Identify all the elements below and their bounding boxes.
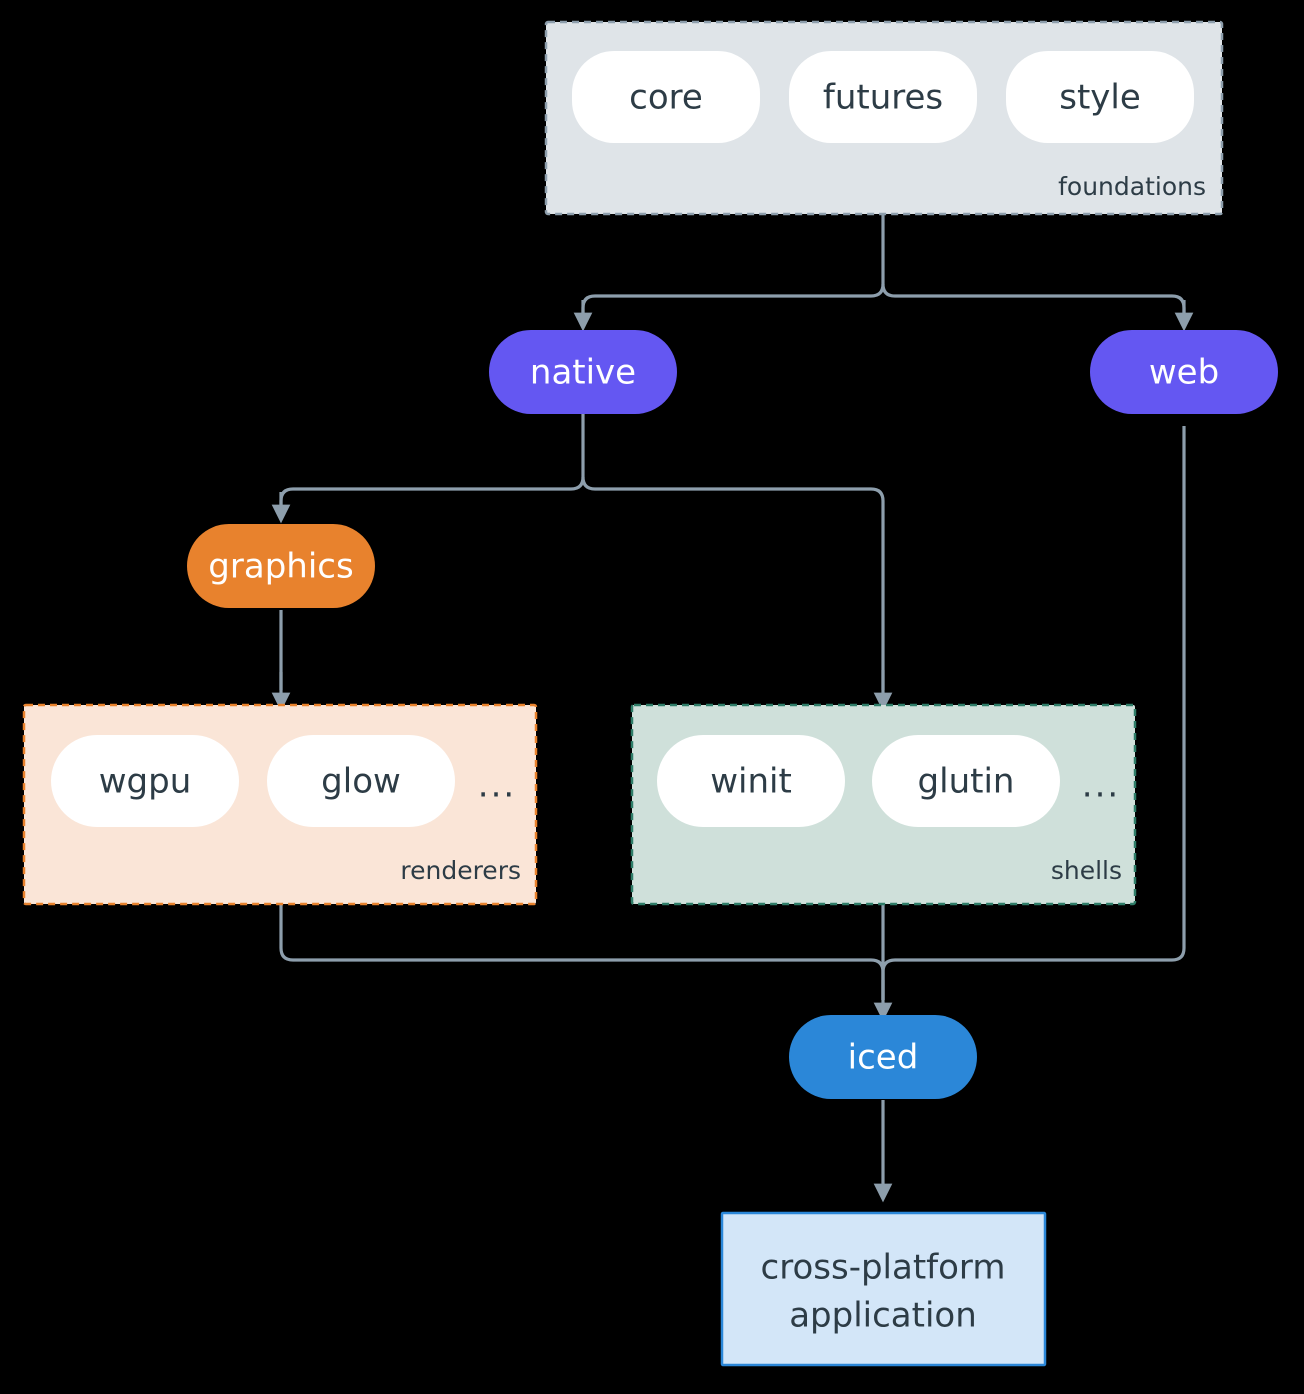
pill-futures [789, 51, 977, 143]
renderers-caption: renderers [400, 856, 521, 885]
node-web[interactable]: web [1090, 330, 1278, 414]
graphics-label: graphics [208, 547, 353, 587]
pill-glutin-label: glutin [918, 762, 1015, 802]
edge-foundations-split [581, 214, 885, 318]
web-label: web [1149, 353, 1219, 393]
pill-core [572, 51, 760, 143]
edge-native-split-right [581, 476, 885, 690]
application-box [720, 1211, 1047, 1367]
pill-glutin [872, 735, 1060, 827]
foundations-item-core[interactable]: core [572, 51, 760, 143]
node-iced[interactable]: iced [789, 1015, 977, 1099]
renderers-item-glow[interactable]: glow [267, 735, 455, 827]
shells-ellipsis: ... [1082, 766, 1120, 806]
shells-item-glutin[interactable]: glutin [872, 735, 1060, 827]
pill-wgpu-label: wgpu [99, 762, 192, 802]
pill-winit [657, 735, 845, 827]
graphics-shape [187, 524, 375, 608]
pill-glow-label: glow [321, 762, 401, 802]
node-native[interactable]: native [489, 330, 677, 414]
renderers-ellipsis: ... [478, 766, 516, 806]
renderers-item-wgpu[interactable]: wgpu [51, 735, 239, 827]
edge-native-split-left [279, 412, 585, 510]
edge-renderers-to-iced [279, 904, 885, 1000]
group-shells[interactable]: winit glutin ... shells [630, 703, 1137, 906]
edge-web-to-iced [881, 426, 1186, 1000]
foundations-item-futures[interactable]: futures [789, 51, 977, 143]
application-label-line1: cross-platform [761, 1248, 1006, 1288]
edge-foundations-right [881, 283, 1186, 318]
node-cross-platform-application[interactable]: cross-platform application [720, 1211, 1047, 1367]
web-shape [1090, 330, 1278, 414]
foundations-caption: foundations [1058, 172, 1206, 201]
group-foundations[interactable]: core futures style foundations [544, 20, 1224, 216]
application-label-line2: application [789, 1296, 977, 1336]
pill-style [1006, 51, 1194, 143]
node-graphics[interactable]: graphics [187, 524, 375, 608]
group-renderers[interactable]: wgpu glow ... renderers [22, 703, 538, 906]
native-label: native [530, 353, 636, 393]
native-shape [489, 330, 677, 414]
iced-label: iced [848, 1038, 919, 1078]
foundations-item-style[interactable]: style [1006, 51, 1194, 143]
shells-caption: shells [1051, 856, 1122, 885]
pill-futures-label: futures [823, 78, 943, 118]
pill-core-label: core [629, 78, 703, 118]
pill-glow [267, 735, 455, 827]
shells-item-winit[interactable]: winit [657, 735, 845, 827]
edge-layer [271, 214, 1194, 1203]
pill-winit-label: winit [710, 762, 792, 802]
pill-wgpu [51, 735, 239, 827]
pill-style-label: style [1059, 78, 1141, 118]
iced-shape [789, 1015, 977, 1099]
